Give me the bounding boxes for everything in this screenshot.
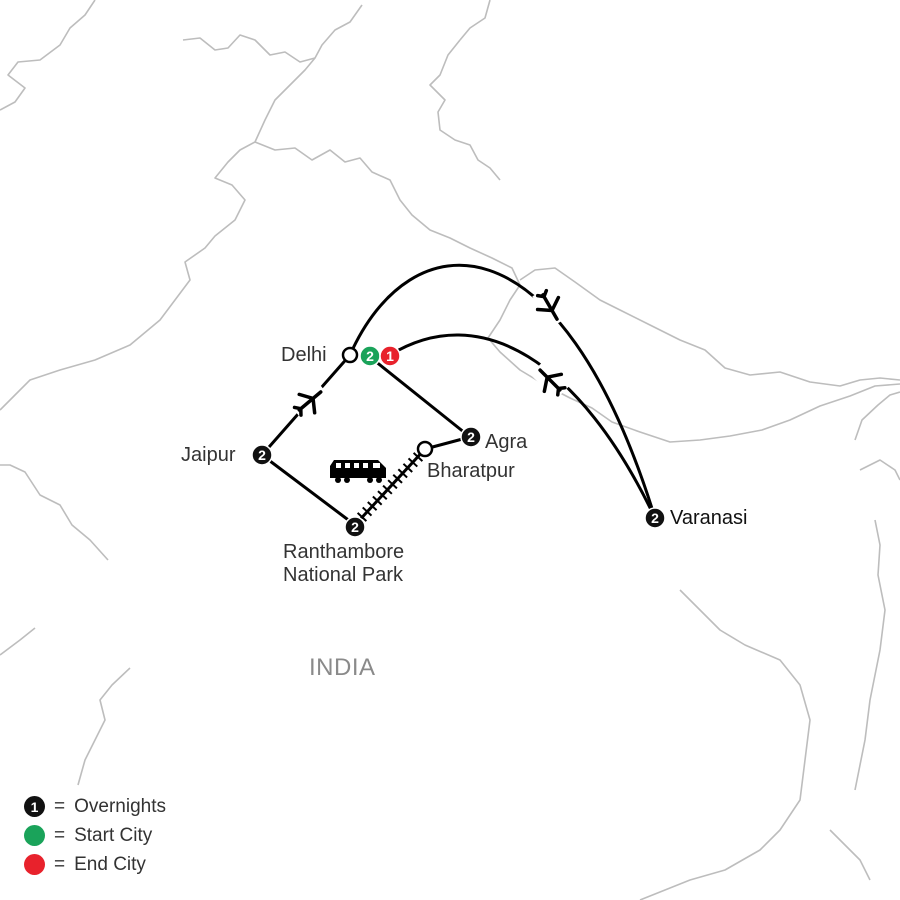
ranthambore-label-line2: National Park: [283, 564, 404, 586]
bharatpur-label: Bharatpur: [427, 460, 515, 482]
legend-eq: =: [54, 824, 66, 846]
route-delhi-varanasi-south: [388, 333, 657, 520]
airplane-icon: [289, 381, 331, 421]
varanasi-label: Varanasi: [670, 507, 748, 529]
rail-tick: [362, 506, 373, 517]
delhi-end-badge: 1: [379, 345, 401, 367]
svg-text:2: 2: [351, 519, 359, 535]
route-delhi-varanasi-north: [348, 263, 657, 520]
legend-row-start: = Start City: [24, 821, 166, 850]
rail-tick: [367, 501, 378, 511]
agra-badge: 2: [460, 426, 482, 448]
delhi-label: Delhi: [281, 344, 327, 366]
rail-tick: [377, 490, 388, 501]
legend-start-text: Start City: [74, 824, 153, 846]
svg-text:2: 2: [467, 429, 475, 445]
svg-text:2: 2: [258, 447, 266, 463]
train-icon: [330, 460, 386, 483]
legend-eq: =: [54, 795, 66, 817]
legend-row-overnights: 1 = Overnights: [24, 792, 166, 821]
rail-tick: [412, 452, 424, 462]
legend-start-dot: [24, 825, 45, 846]
svg-text:1: 1: [386, 348, 394, 364]
legend: 1 = Overnights = Start City = End City: [24, 792, 166, 879]
route-jaipur-ranthambore: [260, 453, 357, 527]
legend-overnights-text: Overnights: [74, 795, 166, 817]
rail-tick: [387, 479, 398, 490]
airplane-icon: [530, 360, 570, 400]
rail-tick: [356, 512, 368, 522]
rail-tick: [392, 473, 403, 484]
country-label: INDIA: [309, 654, 376, 681]
varanasi-badge: 2: [644, 507, 666, 529]
city-markers: 2 1 2 2 2 2: [251, 345, 666, 538]
jaipur-label: Jaipur: [181, 444, 236, 466]
ranthambore-badge: 2: [344, 516, 366, 538]
agra-label: Agra: [485, 431, 528, 453]
rail-tick: [407, 457, 418, 468]
delhi-marker: [341, 346, 359, 364]
rail-tick: [402, 463, 413, 473]
legend-end-text: End City: [74, 853, 146, 875]
svg-text:2: 2: [651, 510, 659, 526]
legend-row-end: = End City: [24, 850, 166, 879]
delhi-start-badge: 2: [359, 345, 381, 367]
route-delhi-agra: [368, 355, 472, 439]
legend-overnight-dot: 1: [24, 796, 45, 817]
rail-tick: [372, 495, 383, 506]
airplane-icon: [532, 286, 568, 328]
rail-ticks: [356, 452, 424, 522]
legend-end-dot: [24, 854, 45, 875]
bharatpur-marker: [416, 440, 434, 458]
svg-text:2: 2: [366, 348, 374, 364]
rail-tick: [397, 468, 408, 479]
jaipur-badge: 2: [251, 444, 273, 466]
ranthambore-label-line1: Ranthambore: [283, 541, 405, 563]
rail-tick: [382, 484, 393, 495]
legend-eq: =: [54, 853, 66, 875]
